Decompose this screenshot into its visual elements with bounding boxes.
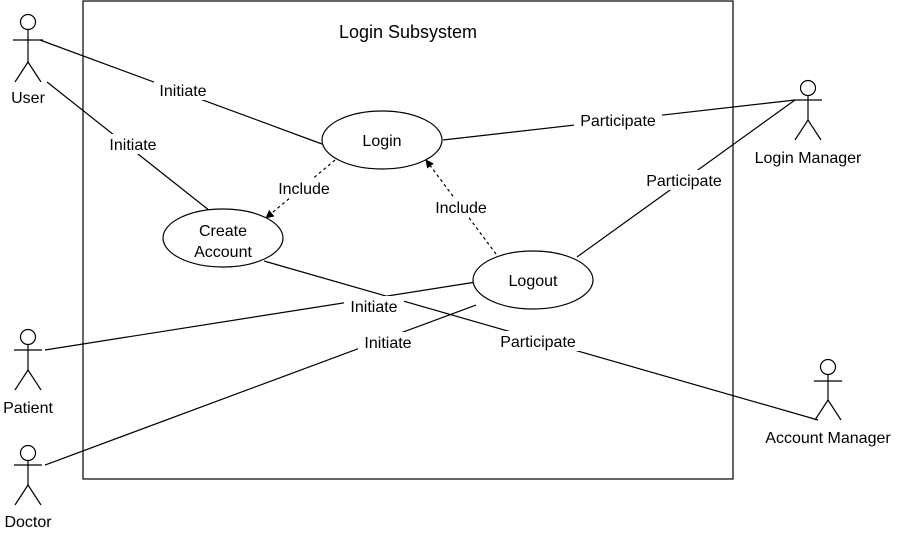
include-lines — [265, 159, 497, 255]
actor-account-manager-stick-figure-icon — [814, 358, 842, 421]
include-labels: Include Include — [273, 178, 492, 217]
actor-patient[interactable]: Patient — [3, 328, 53, 418]
actor-doctor[interactable]: Doctor — [4, 444, 52, 532]
actor-user-label: User — [11, 90, 45, 107]
assoc-patient-logout[interactable] — [44, 281, 477, 351]
association-lines — [39, 39, 819, 466]
label-login-manager-logout: Participate — [646, 173, 722, 190]
use-case-login-shape[interactable] — [321, 110, 443, 170]
label-account-manager-create-account: Participate — [500, 334, 576, 351]
use-case-login[interactable]: Login — [321, 110, 443, 170]
label-doctor-logout: Initiate — [364, 335, 411, 352]
actor-login-manager-stick-figure-icon — [794, 79, 822, 141]
assoc-doctor-logout[interactable] — [44, 304, 477, 466]
label-patient-logout: Initiate — [350, 299, 397, 316]
label-user-create-account: Initiate — [109, 137, 156, 154]
actor-account-manager-label: Account Manager — [765, 430, 891, 447]
use-case-create-account-label-line2: Account — [194, 244, 252, 261]
actor-patient-stick-figure-icon — [14, 328, 42, 391]
actor-user-stick-figure-icon — [13, 13, 43, 83]
actor-user[interactable]: User — [11, 13, 46, 108]
label-user-login: Initiate — [159, 83, 206, 100]
label-include-login-create-account: Include — [278, 181, 330, 198]
actor-patient-label: Patient — [3, 400, 53, 417]
actor-login-manager[interactable]: Login Manager — [755, 79, 862, 168]
use-case-logout-label: Logout — [509, 273, 558, 290]
system-title: Login Subsystem — [339, 22, 477, 42]
use-case-create-account-label-line1: Create — [199, 223, 247, 240]
use-case-logout-shape[interactable] — [472, 250, 594, 310]
label-login-manager-login: Participate — [580, 113, 656, 130]
actor-login-manager-label: Login Manager — [755, 150, 862, 167]
use-case-create-account[interactable]: Create Account — [162, 208, 284, 268]
label-include-logout-login: Include — [435, 200, 487, 217]
association-labels: Initiate Initiate Participate Participat… — [104, 80, 728, 352]
actor-doctor-label: Doctor — [4, 514, 52, 531]
include-logout-login[interactable] — [425, 159, 497, 255]
use-case-logout[interactable]: Logout — [472, 250, 594, 310]
use-case-create-account-shape[interactable] — [162, 208, 284, 268]
use-case-login-label: Login — [362, 133, 401, 150]
actor-account-manager[interactable]: Account Manager — [765, 358, 891, 448]
actor-doctor-stick-figure-icon — [14, 444, 42, 506]
